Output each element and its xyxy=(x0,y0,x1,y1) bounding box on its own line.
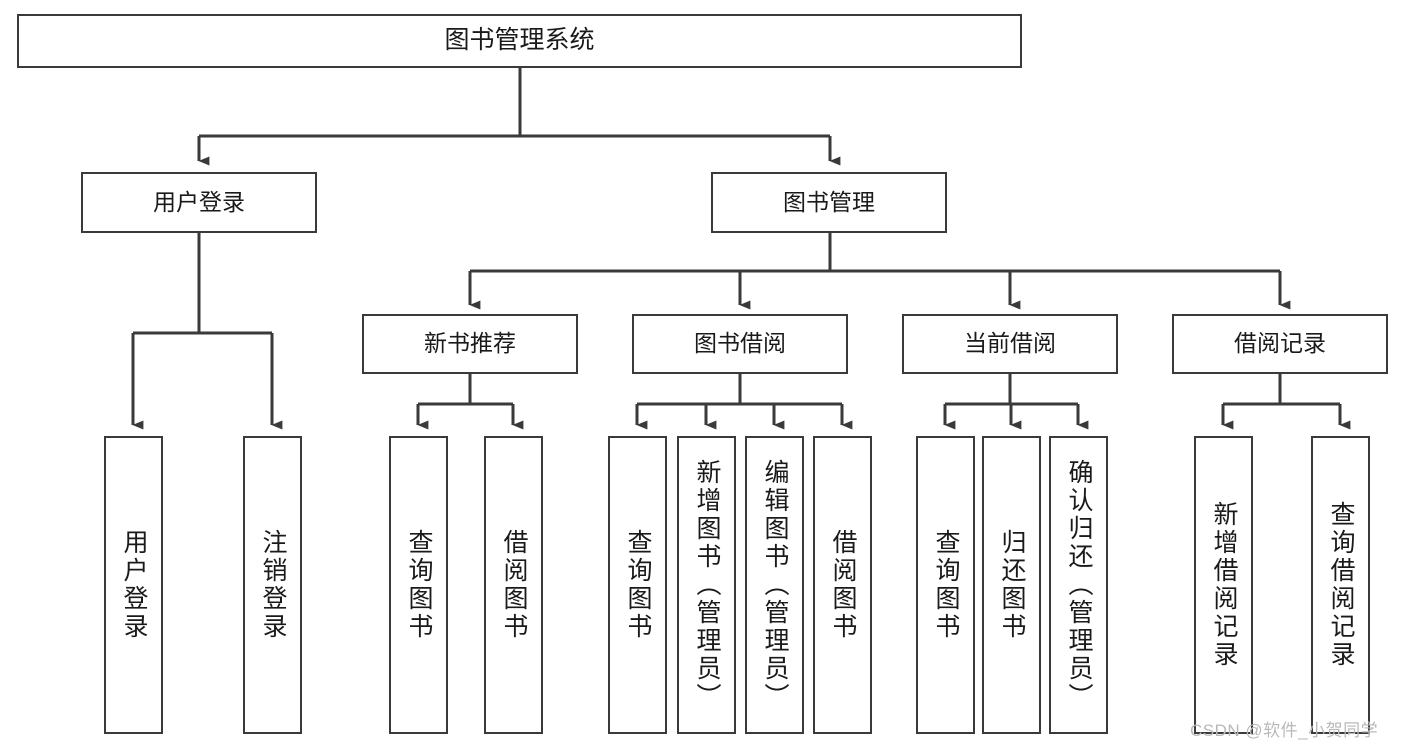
node-leaf-user-login[interactable]: 用户登录 xyxy=(104,436,163,734)
node-current-borrow-label: 当前借阅 xyxy=(964,330,1056,357)
node-leaf-logout-login[interactable]: 注销登录 xyxy=(243,436,302,734)
node-leaf-confirm-return-admin-label: 确认归还（管理员） xyxy=(1065,459,1093,711)
node-leaf-user-login-label: 用户登录 xyxy=(120,529,148,641)
node-leaf-return-book-label: 归还图书 xyxy=(998,529,1026,641)
node-leaf-add-borrow-record-label: 新增借阅记录 xyxy=(1210,501,1238,669)
node-book-borrow-label: 图书借阅 xyxy=(694,330,786,357)
node-borrow-record[interactable]: 借阅记录 xyxy=(1172,314,1388,374)
node-leaf-query-borrow-record[interactable]: 查询借阅记录 xyxy=(1311,436,1370,734)
node-leaf-query-borrow-record-label: 查询借阅记录 xyxy=(1327,501,1355,669)
watermark-text: CSDN @软件_小贺同学 xyxy=(1190,721,1379,740)
node-root[interactable]: 图书管理系统 xyxy=(17,14,1022,68)
node-borrow-record-label: 借阅记录 xyxy=(1234,330,1326,357)
node-leaf-query-book-borrow[interactable]: 查询图书 xyxy=(608,436,667,734)
node-leaf-edit-book-admin[interactable]: 编辑图书（管理员） xyxy=(745,436,804,734)
node-leaf-query-book-current[interactable]: 查询图书 xyxy=(916,436,975,734)
node-root-label: 图书管理系统 xyxy=(444,26,595,55)
node-leaf-query-book-recommend[interactable]: 查询图书 xyxy=(389,436,448,734)
node-leaf-query-book-recommend-label: 查询图书 xyxy=(405,529,433,641)
node-user-login-label: 用户登录 xyxy=(153,188,245,215)
node-leaf-edit-book-admin-label: 编辑图书（管理员） xyxy=(761,459,789,711)
node-leaf-return-book[interactable]: 归还图书 xyxy=(982,436,1041,734)
node-leaf-borrow-book-label: 借阅图书 xyxy=(829,529,857,641)
node-leaf-borrow-book-recommend[interactable]: 借阅图书 xyxy=(484,436,543,734)
node-new-book-recommend-label: 新书推荐 xyxy=(424,330,516,357)
node-leaf-confirm-return-admin[interactable]: 确认归还（管理员） xyxy=(1049,436,1108,734)
node-user-login[interactable]: 用户登录 xyxy=(81,172,317,233)
node-leaf-logout-login-label: 注销登录 xyxy=(259,529,287,641)
node-new-book-recommend[interactable]: 新书推荐 xyxy=(362,314,578,374)
node-book-management-label: 图书管理 xyxy=(783,188,875,215)
node-leaf-query-book-borrow-label: 查询图书 xyxy=(624,529,652,641)
node-leaf-add-borrow-record[interactable]: 新增借阅记录 xyxy=(1194,436,1253,734)
node-leaf-query-book-current-label: 查询图书 xyxy=(932,529,960,641)
node-leaf-borrow-book-recommend-label: 借阅图书 xyxy=(500,529,528,641)
node-leaf-add-book-admin-label: 新增图书（管理员） xyxy=(693,459,721,711)
node-leaf-borrow-book[interactable]: 借阅图书 xyxy=(813,436,872,734)
node-leaf-add-book-admin[interactable]: 新增图书（管理员） xyxy=(677,436,736,734)
node-book-management[interactable]: 图书管理 xyxy=(711,172,947,233)
node-current-borrow[interactable]: 当前借阅 xyxy=(902,314,1118,374)
node-book-borrow[interactable]: 图书借阅 xyxy=(632,314,848,374)
